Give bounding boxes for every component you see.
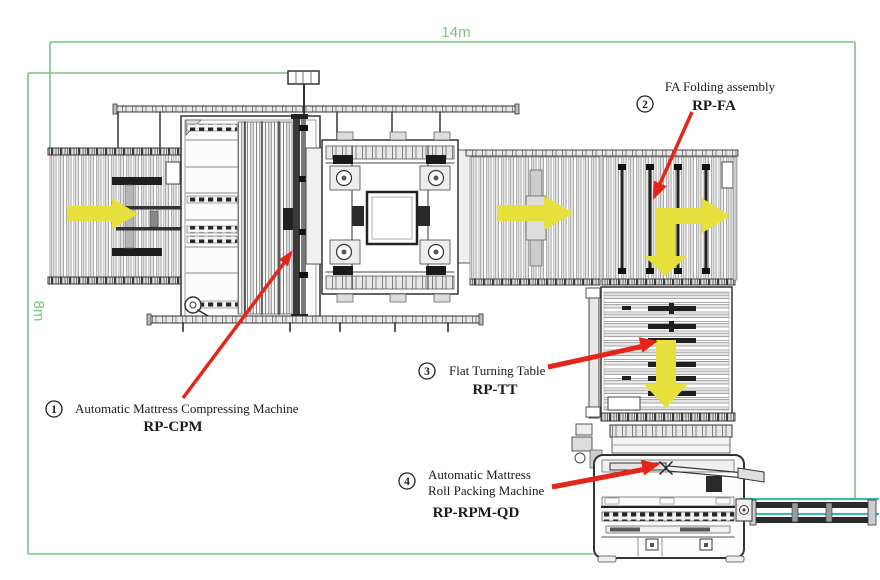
machine-label-2: FA Folding assembly 2 RP-FA xyxy=(636,79,776,114)
annotation-arrow-turning xyxy=(547,337,658,370)
dimension-lines: 14m 8m xyxy=(27,24,856,555)
machine-label-4: 4 Automatic Mattress Roll Packing Machin… xyxy=(398,467,544,521)
machine-2-name: FA Folding assembly xyxy=(665,79,776,94)
annotation-arrows xyxy=(181,111,694,490)
machine-1-name: Automatic Mattress Compressing Machine xyxy=(75,401,299,416)
machine-4-name-line2: Roll Packing Machine xyxy=(428,483,544,498)
machine-4-name-line1: Automatic Mattress xyxy=(428,467,531,482)
machine-4-number: 4 xyxy=(404,476,410,488)
machine-2-number-circle xyxy=(636,95,654,113)
sensor-pole xyxy=(287,70,320,117)
base-rail xyxy=(146,313,484,332)
flow-arrow-turning-down xyxy=(644,340,688,408)
flow-arrow-folding-down xyxy=(644,222,687,276)
dimension-height-label: 8m xyxy=(30,301,47,322)
machine-4-number-circle xyxy=(398,472,416,490)
overhead-rail xyxy=(112,70,520,153)
machine-labels: 1 Automatic Mattress Compressing Machine… xyxy=(45,79,776,521)
central-turner-machine xyxy=(305,131,473,303)
machine-3-number: 3 xyxy=(424,366,430,378)
dimension-width-label: 14m xyxy=(441,24,470,41)
machine-1-number: 1 xyxy=(51,404,57,416)
machine-2-number: 2 xyxy=(642,99,648,111)
annotation-arrow-compressing xyxy=(181,250,293,400)
machine-label-3: 3 Flat Turning Table RP-TT xyxy=(418,362,546,398)
machine-4-code: RP-RPM-QD xyxy=(433,505,520,521)
annotation-arrow-rollpacking xyxy=(551,459,660,490)
compressing-machine xyxy=(180,114,321,321)
exit-conveyor xyxy=(735,497,880,526)
annotation-arrow-folding xyxy=(653,111,694,200)
machine-1-code: RP-CPM xyxy=(143,419,202,435)
flow-arrow-transfer xyxy=(497,196,574,230)
flow-arrow-infeed xyxy=(67,198,138,229)
machine-3-name: Flat Turning Table xyxy=(449,363,546,378)
flow-arrow-folding-right xyxy=(655,198,730,233)
flow-arrows xyxy=(67,196,730,408)
roll-packing-machine xyxy=(571,423,765,563)
machine-label-1: 1 Automatic Mattress Compressing Machine… xyxy=(45,400,299,435)
machine-3-number-circle xyxy=(418,362,436,380)
machine-2-code: RP-FA xyxy=(692,98,736,114)
machine-1-number-circle xyxy=(45,400,63,418)
machine-3-code: RP-TT xyxy=(473,382,518,398)
